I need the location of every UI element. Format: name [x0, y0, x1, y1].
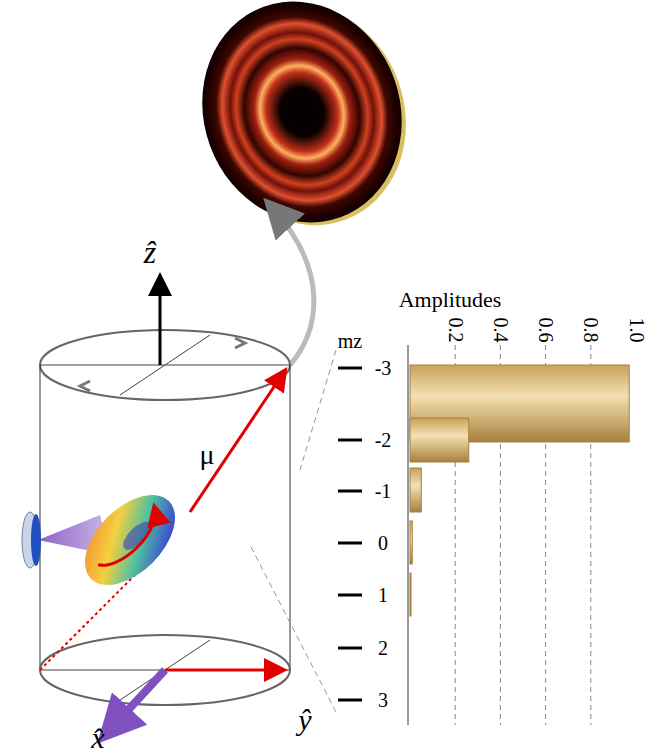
axis-label: x̂: [91, 723, 104, 753]
tick-label: 0.2: [445, 318, 465, 343]
amplitude-bar: [410, 573, 411, 616]
axis-label: ŷ: [298, 705, 311, 735]
axis-label: ⟨μ⃗⟩: [178, 441, 258, 469]
amplitude-bar: [410, 418, 469, 462]
amplitude-bar: [410, 468, 421, 512]
level-label: 2: [378, 638, 388, 658]
level-label: -2: [375, 430, 392, 450]
level-label: 3: [378, 690, 388, 710]
amplitude-bar: [410, 521, 412, 564]
level-line: [338, 490, 362, 493]
level-label: 0: [378, 533, 388, 553]
tick-label: 0.6: [536, 318, 556, 343]
axis-label: ẑ: [144, 236, 156, 268]
axis-title: mz: [338, 331, 362, 351]
level-line: [338, 594, 362, 597]
level-line: [338, 699, 362, 702]
level-label: -1: [375, 481, 392, 501]
level-label: 1: [378, 585, 388, 605]
level-line: [338, 367, 362, 370]
level-line: [338, 439, 362, 442]
tick-label: 0.4: [490, 318, 510, 343]
level-line: [338, 542, 362, 545]
level-line: [338, 647, 362, 650]
tick-label: 0.8: [581, 318, 601, 343]
level-label: -3: [375, 358, 392, 378]
tick-label: 1.0: [626, 318, 646, 343]
axis-title: Amplitudes: [399, 289, 502, 311]
